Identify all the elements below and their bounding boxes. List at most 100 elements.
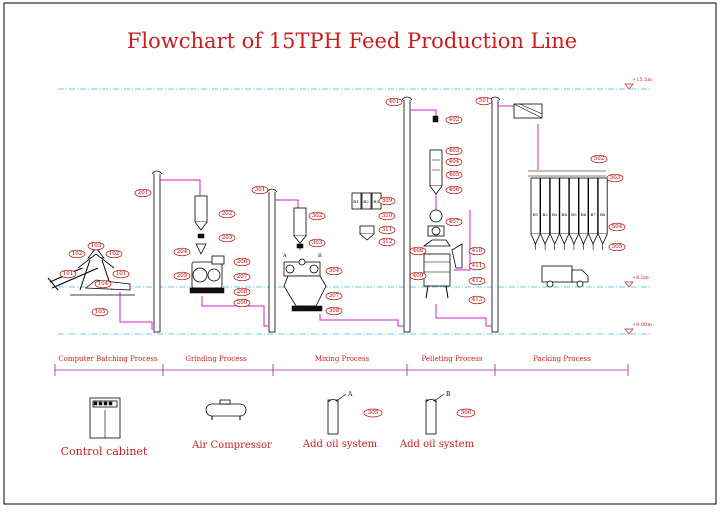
svg-text:102: 102 (109, 251, 120, 257)
svg-text:503: 503 (610, 175, 621, 181)
grinding-equipment (189, 195, 225, 294)
tag-103: 103 (87, 241, 105, 251)
svg-text:101: 101 (63, 271, 74, 277)
tag-209: 209 (233, 298, 251, 308)
svg-text:203: 203 (222, 235, 233, 241)
bin-label: B1 (533, 212, 538, 217)
svg-text:201: 201 (138, 190, 149, 196)
level-label-ground: +0.00m (632, 322, 652, 328)
svg-text:302: 302 (312, 213, 323, 219)
svg-text:401: 401 (389, 99, 400, 105)
tag-207: 207 (233, 272, 251, 282)
tag-410: 410 (468, 246, 486, 256)
tag-404: 404 (445, 157, 463, 167)
svg-text:208: 208 (237, 289, 248, 295)
svg-text:413: 413 (472, 297, 483, 303)
tag-502: 502 (590, 154, 608, 164)
bin-202 (194, 195, 208, 223)
svg-text:209: 209 (237, 300, 248, 306)
tag-403: 403 (445, 146, 463, 156)
bin-label: B4 (562, 212, 568, 217)
bin-label: B6 (581, 212, 587, 217)
tag-102-right: 102 (105, 249, 123, 259)
svg-text:402: 402 (449, 117, 460, 123)
tag-501: 501 (475, 96, 493, 106)
tag-310: 310 (378, 211, 396, 221)
oil-system-a-icon (327, 393, 347, 435)
svg-text:105: 105 (95, 309, 106, 315)
mixer-mark-a: A (282, 253, 287, 259)
legend: Control cabinet Air Compressor A 305 Add… (61, 391, 476, 458)
svg-text:412: 412 (472, 278, 483, 284)
finished-bin: B2 (540, 177, 550, 250)
tag-311: 311 (378, 225, 396, 235)
tag-201: 201 (134, 188, 152, 198)
svg-text:101: 101 (116, 271, 127, 277)
svg-text:410: 410 (472, 248, 483, 254)
elevator-201 (153, 171, 161, 333)
finished-bin: B1 (530, 177, 541, 250)
finished-bin: B4 (559, 177, 570, 250)
level-lines: +15.5m +6.5m +0.00m (58, 77, 652, 335)
truck (541, 265, 589, 288)
svg-text:301: 301 (255, 187, 266, 193)
tag-205: 205 (173, 271, 191, 281)
bin-label: B2 (542, 212, 548, 217)
tag-203: 203 (218, 233, 236, 243)
elevator-501 (491, 97, 499, 333)
process-mixing: Mixing Process (315, 355, 370, 363)
svg-text:303: 303 (312, 240, 323, 246)
finished-bin: B5 (569, 177, 579, 250)
svg-text:409: 409 (413, 273, 424, 279)
svg-text:408: 408 (413, 248, 424, 254)
process-packing: Packing Process (533, 355, 591, 363)
tag-408: 408 (409, 246, 427, 256)
tag-505: 505 (608, 242, 626, 252)
tag-204: 204 (173, 247, 191, 257)
tag-301: 301 (251, 185, 269, 195)
pelleting-equipment (422, 115, 463, 299)
oil-system-b-icon (425, 393, 445, 435)
svg-text:406: 406 (449, 187, 460, 193)
bin-404 (429, 149, 443, 187)
svg-text:204: 204 (177, 249, 188, 255)
tag-412: 412 (468, 276, 486, 286)
svg-text:405: 405 (449, 172, 460, 178)
tag-202: 202 (218, 209, 236, 219)
finished-bin: B8 (597, 177, 608, 250)
air-compressor-icon (205, 399, 247, 420)
tag-308: 308 (325, 306, 343, 316)
oil-a-letter: A (347, 391, 353, 398)
equipment-tags: 101 102 103 102 104 101 105 201 202 203 … (59, 96, 626, 317)
svg-text:502: 502 (594, 156, 605, 162)
tag-302: 302 (308, 211, 326, 221)
process-labels: Computer Batching Process Grinding Proce… (54, 355, 629, 376)
tag-406: 406 (445, 185, 463, 195)
bin-label: B8 (600, 212, 606, 217)
svg-text:404: 404 (449, 159, 460, 165)
finished-bin: B3 (549, 177, 560, 250)
tag-208: 208 (233, 287, 251, 297)
tag-405: 405 (445, 170, 463, 180)
level-label-mid: +6.5m (632, 275, 649, 281)
level-label-top: +15.5m (632, 77, 652, 83)
svg-text:207: 207 (237, 274, 248, 280)
svg-text:104: 104 (98, 281, 109, 287)
process-grinding: Grinding Process (185, 355, 247, 363)
svg-text:309: 309 (382, 198, 393, 204)
svg-text:B3: B3 (373, 199, 379, 204)
svg-text:307: 307 (329, 293, 340, 299)
legend-oil-a: Add oil system (302, 439, 378, 450)
process-pelleting: Pelleting Process (422, 355, 483, 363)
mixer-bin-307 (283, 275, 327, 307)
svg-text:403: 403 (449, 148, 460, 154)
cooler-409 (423, 253, 451, 287)
svg-text:B2: B2 (363, 199, 369, 204)
svg-text:205: 205 (177, 273, 188, 279)
tag-101-right: 101 (112, 269, 130, 279)
tag-104: 104 (94, 279, 112, 289)
bin-label: B7 (590, 212, 596, 217)
legend-control-cabinet: Control cabinet (61, 445, 148, 458)
tag-312: 312 (378, 237, 396, 247)
tag-401: 401 (385, 97, 403, 107)
